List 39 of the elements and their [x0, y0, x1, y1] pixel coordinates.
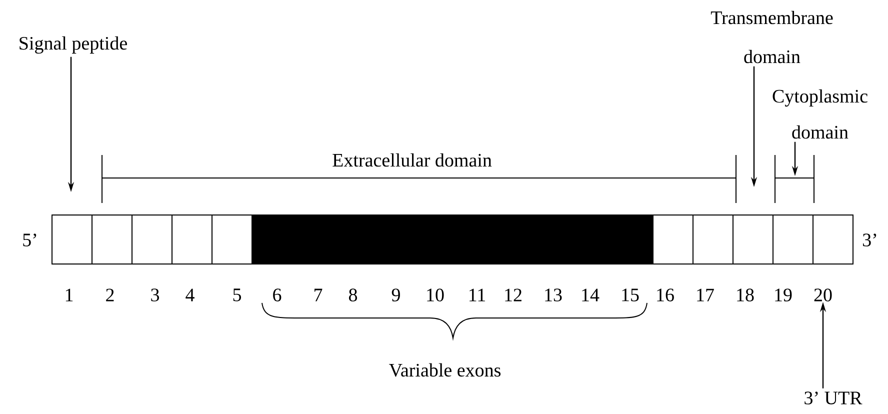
- exon-number: 12: [505, 288, 522, 302]
- exon-number: 8: [348, 288, 358, 302]
- exon-box: [732, 214, 774, 264]
- exon-number: 4: [186, 288, 194, 302]
- exon-number: 16: [657, 288, 674, 302]
- exon-box: [252, 214, 654, 264]
- exon-number: 20: [814, 288, 832, 302]
- label: 3’: [863, 234, 876, 246]
- exon-box: [92, 214, 132, 264]
- exon-number: 1: [66, 288, 73, 302]
- exon-box: [212, 214, 252, 264]
- exon-box: [52, 214, 92, 264]
- domain-label: 3’ UTR: [804, 392, 862, 404]
- exon-box: [172, 214, 212, 264]
- exon-box: [772, 214, 814, 264]
- domain-label: Transmembrane domain: [710, 10, 833, 64]
- exon-box: [652, 214, 694, 264]
- exon-number: 7: [314, 288, 322, 302]
- domain-label: Cytoplasmic domain: [772, 89, 868, 139]
- exon-number: 11: [470, 288, 486, 302]
- exon-number: 10: [427, 288, 444, 302]
- label: Variable exons: [389, 363, 501, 377]
- exon-number: 19: [775, 288, 792, 302]
- exon-number: 2: [106, 288, 114, 302]
- exon-number: 5: [233, 288, 241, 302]
- exon-number: 17: [697, 288, 714, 302]
- exon-number: 13: [545, 288, 562, 302]
- exon-number: 14: [582, 288, 600, 302]
- exon-box: [692, 214, 734, 264]
- exon-number: 3: [151, 288, 160, 302]
- exon-box: [132, 214, 172, 264]
- label: 5’: [23, 234, 36, 246]
- domain-label: Signal peptide: [20, 36, 127, 54]
- exon-number: 6: [273, 288, 282, 302]
- label: Extracellular domain: [332, 153, 492, 167]
- exon-box: [812, 214, 854, 264]
- exon-number: 18: [737, 288, 754, 302]
- exon-number: 9: [392, 288, 400, 302]
- exon-number: 15: [622, 288, 639, 302]
